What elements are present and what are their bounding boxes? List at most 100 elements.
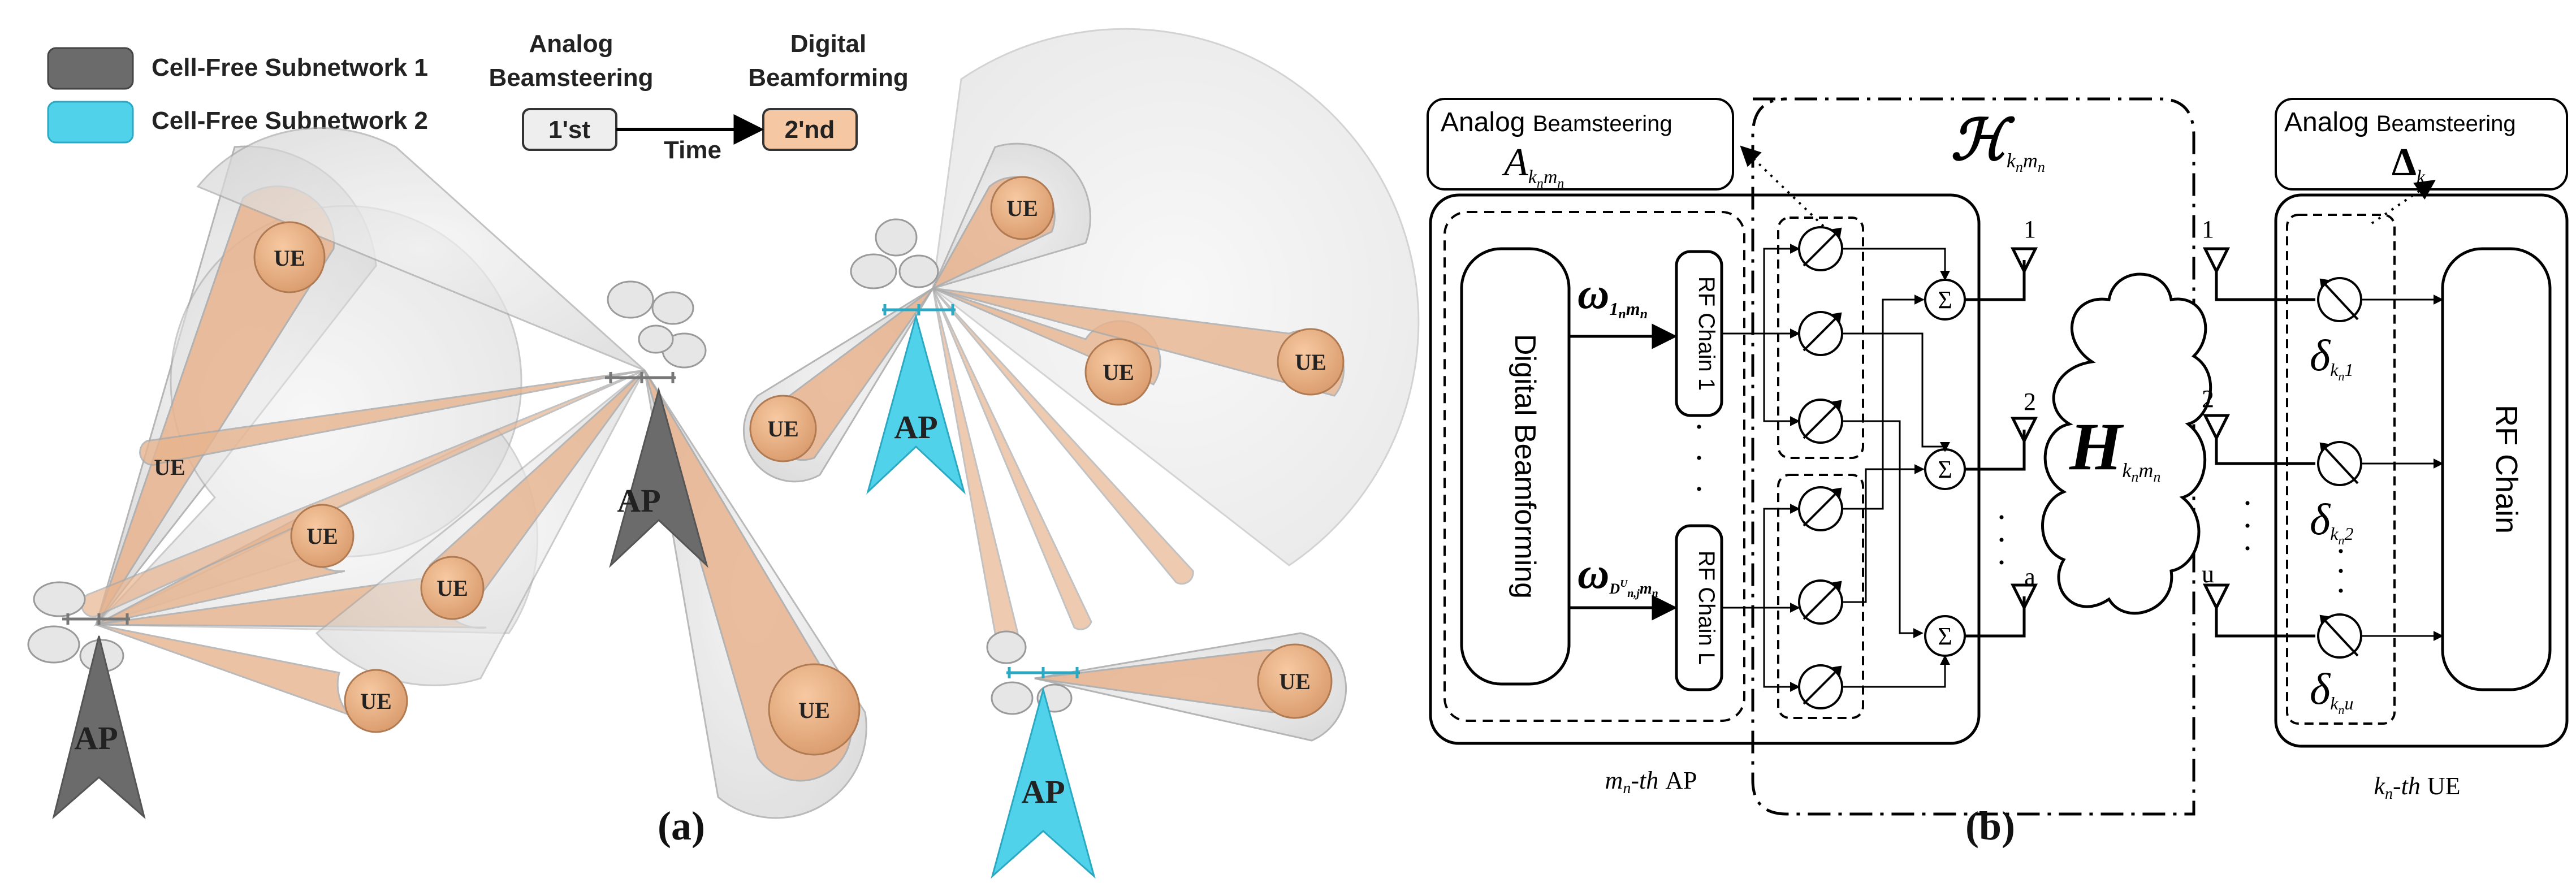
ue-label: UE <box>798 698 830 723</box>
svg-text:·: · <box>2242 507 2253 544</box>
timeline-first-heading-line1: Analog <box>529 30 613 58</box>
channel-cal-symbol: ℋknmn <box>1951 109 2045 175</box>
timeline-first-box-label: 1'st <box>548 116 590 144</box>
rx-antenna-u-label: u <box>2202 560 2214 588</box>
panel-b: Analog Beamsteering Aknmn ℋknmn Digital … <box>1427 97 2569 849</box>
beam-core <box>932 288 1092 630</box>
ue-label: UE <box>1006 196 1038 221</box>
svg-text:·: · <box>2335 552 2346 590</box>
rf-chain-l-label: RF Chain L <box>1694 551 1719 665</box>
analog-rx-title: Analog Beamsteering <box>2284 107 2516 137</box>
tx-antenna-dots: · · · <box>1996 499 2007 581</box>
side-lobes <box>986 630 1073 715</box>
ue-circle <box>420 556 485 620</box>
analog-tx-box <box>1427 98 1734 191</box>
antenna-array-icon <box>882 304 956 315</box>
legend-swatch-subnet1 <box>47 47 134 90</box>
omega-l-label: ωDUn,jmn <box>1577 548 1658 600</box>
phase-shifter-icon <box>1798 311 1843 356</box>
svg-text:·: · <box>1996 521 2007 559</box>
rx-antennas: 1 2 u <box>2202 215 2315 638</box>
antenna-icon <box>1965 417 2038 471</box>
tx-antenna-a-label: a <box>2024 563 2035 591</box>
legend-label-subnet2: Cell-Free Subnetwork 2 <box>152 107 428 135</box>
ue-label: UE <box>306 523 338 549</box>
svg-text:·: · <box>1693 408 1705 445</box>
ap-label: AP <box>74 720 118 756</box>
svg-text:Σ: Σ <box>1938 456 1952 483</box>
phase-shifter-icon <box>2317 613 2362 659</box>
digital-beamforming-block <box>1460 247 1571 686</box>
phase-shifter-group-l <box>1777 474 1864 719</box>
ue-circle <box>344 669 408 733</box>
antenna-icon <box>2202 247 2315 301</box>
shifter-to-sum-wiring <box>1842 248 1950 688</box>
ap-tower-icon <box>991 686 1096 879</box>
ap-left: AP <box>27 581 146 820</box>
ue-circle <box>253 221 326 293</box>
antenna-array-icon <box>1006 667 1080 678</box>
antenna-icon <box>2202 583 2315 638</box>
svg-text:·: · <box>2335 533 2346 570</box>
phase-shifter-group-1 <box>1777 217 1864 459</box>
digital-section-dashed <box>1443 211 1745 722</box>
tx-antennas: 1 2 a <box>1965 215 2038 638</box>
rx-antenna-dots: · · · <box>2242 484 2253 567</box>
svg-text:·: · <box>1693 470 1705 508</box>
omega-1-label: ω1nmn <box>1577 269 1648 322</box>
analog-tx-pointer <box>1740 145 1825 227</box>
antenna-array-icon <box>62 613 130 625</box>
svg-text:·: · <box>1996 499 2007 536</box>
rx-antenna-1-label: 1 <box>2202 215 2214 243</box>
antenna-icon <box>1965 247 2038 301</box>
timeline-axis-label: Time <box>664 136 721 164</box>
ap-label: AP <box>1021 773 1065 810</box>
ap-tower-icon <box>52 635 146 820</box>
legend-label-subnet1: Cell-Free Subnetwork 1 <box>152 54 428 81</box>
panel-a-caption: (a) <box>658 803 705 849</box>
legend: Cell-Free Subnetwork 1 Cell-Free Subnetw… <box>47 47 428 144</box>
tx-antenna-1-label: 1 <box>2024 215 2036 243</box>
svg-text:·: · <box>1996 544 2007 581</box>
phase-shifter-icon <box>1798 399 1843 444</box>
rx-shifter-dots: · · · <box>2335 533 2346 609</box>
analog-rx-pointer <box>2371 179 2436 224</box>
svg-text:Σ: Σ <box>1938 622 1952 650</box>
timeline-second-heading-line2: Beamforming <box>748 64 909 92</box>
analog-tx-title: Analog Beamsteering <box>1441 107 1672 137</box>
ue-circle <box>1084 338 1152 406</box>
svg-text:·: · <box>2242 530 2253 567</box>
antenna-icon <box>2202 414 2315 465</box>
ap-tower-icon <box>866 313 966 495</box>
ap-right-bottom: AP <box>986 630 1096 879</box>
ap-center: AP <box>605 280 708 568</box>
ue-label: UE <box>436 575 468 601</box>
delta-u-label: δknu <box>2310 664 2353 717</box>
rf-chain-dots: · · · <box>1693 408 1705 508</box>
ap-label: AP <box>894 409 937 445</box>
delta-1-label: δkn1 <box>2310 331 2353 383</box>
phase-shifter-icon <box>1798 579 1843 625</box>
rx-shifter-to-rf <box>2361 295 2444 641</box>
phase-shifters-tx <box>1798 226 1843 709</box>
ue-circle <box>768 663 861 756</box>
phase-shifter-icon <box>1798 226 1843 271</box>
delta-2-label: δkn2 <box>2310 495 2353 547</box>
beam-core <box>932 287 1194 585</box>
panel-a: Cell-Free Subnetwork 1 Cell-Free Subnetw… <box>27 28 1420 879</box>
phase-shifter-icon <box>1798 664 1843 709</box>
analog-rx-symbol: Δkn <box>2392 141 2432 191</box>
ue-circle <box>1277 328 1345 396</box>
channel-region <box>1751 97 2195 816</box>
beam-core <box>139 369 645 466</box>
side-lobes <box>607 280 707 369</box>
timeline-second-heading-line1: Digital <box>790 30 866 58</box>
rx-phase-shifter-group <box>2286 214 2396 725</box>
ue-circle <box>749 395 817 462</box>
tx-antenna-2-label: 2 <box>2024 388 2036 415</box>
rf-chain-1-label: RF Chain 1 <box>1694 276 1719 391</box>
ue-label: UE <box>154 455 185 480</box>
